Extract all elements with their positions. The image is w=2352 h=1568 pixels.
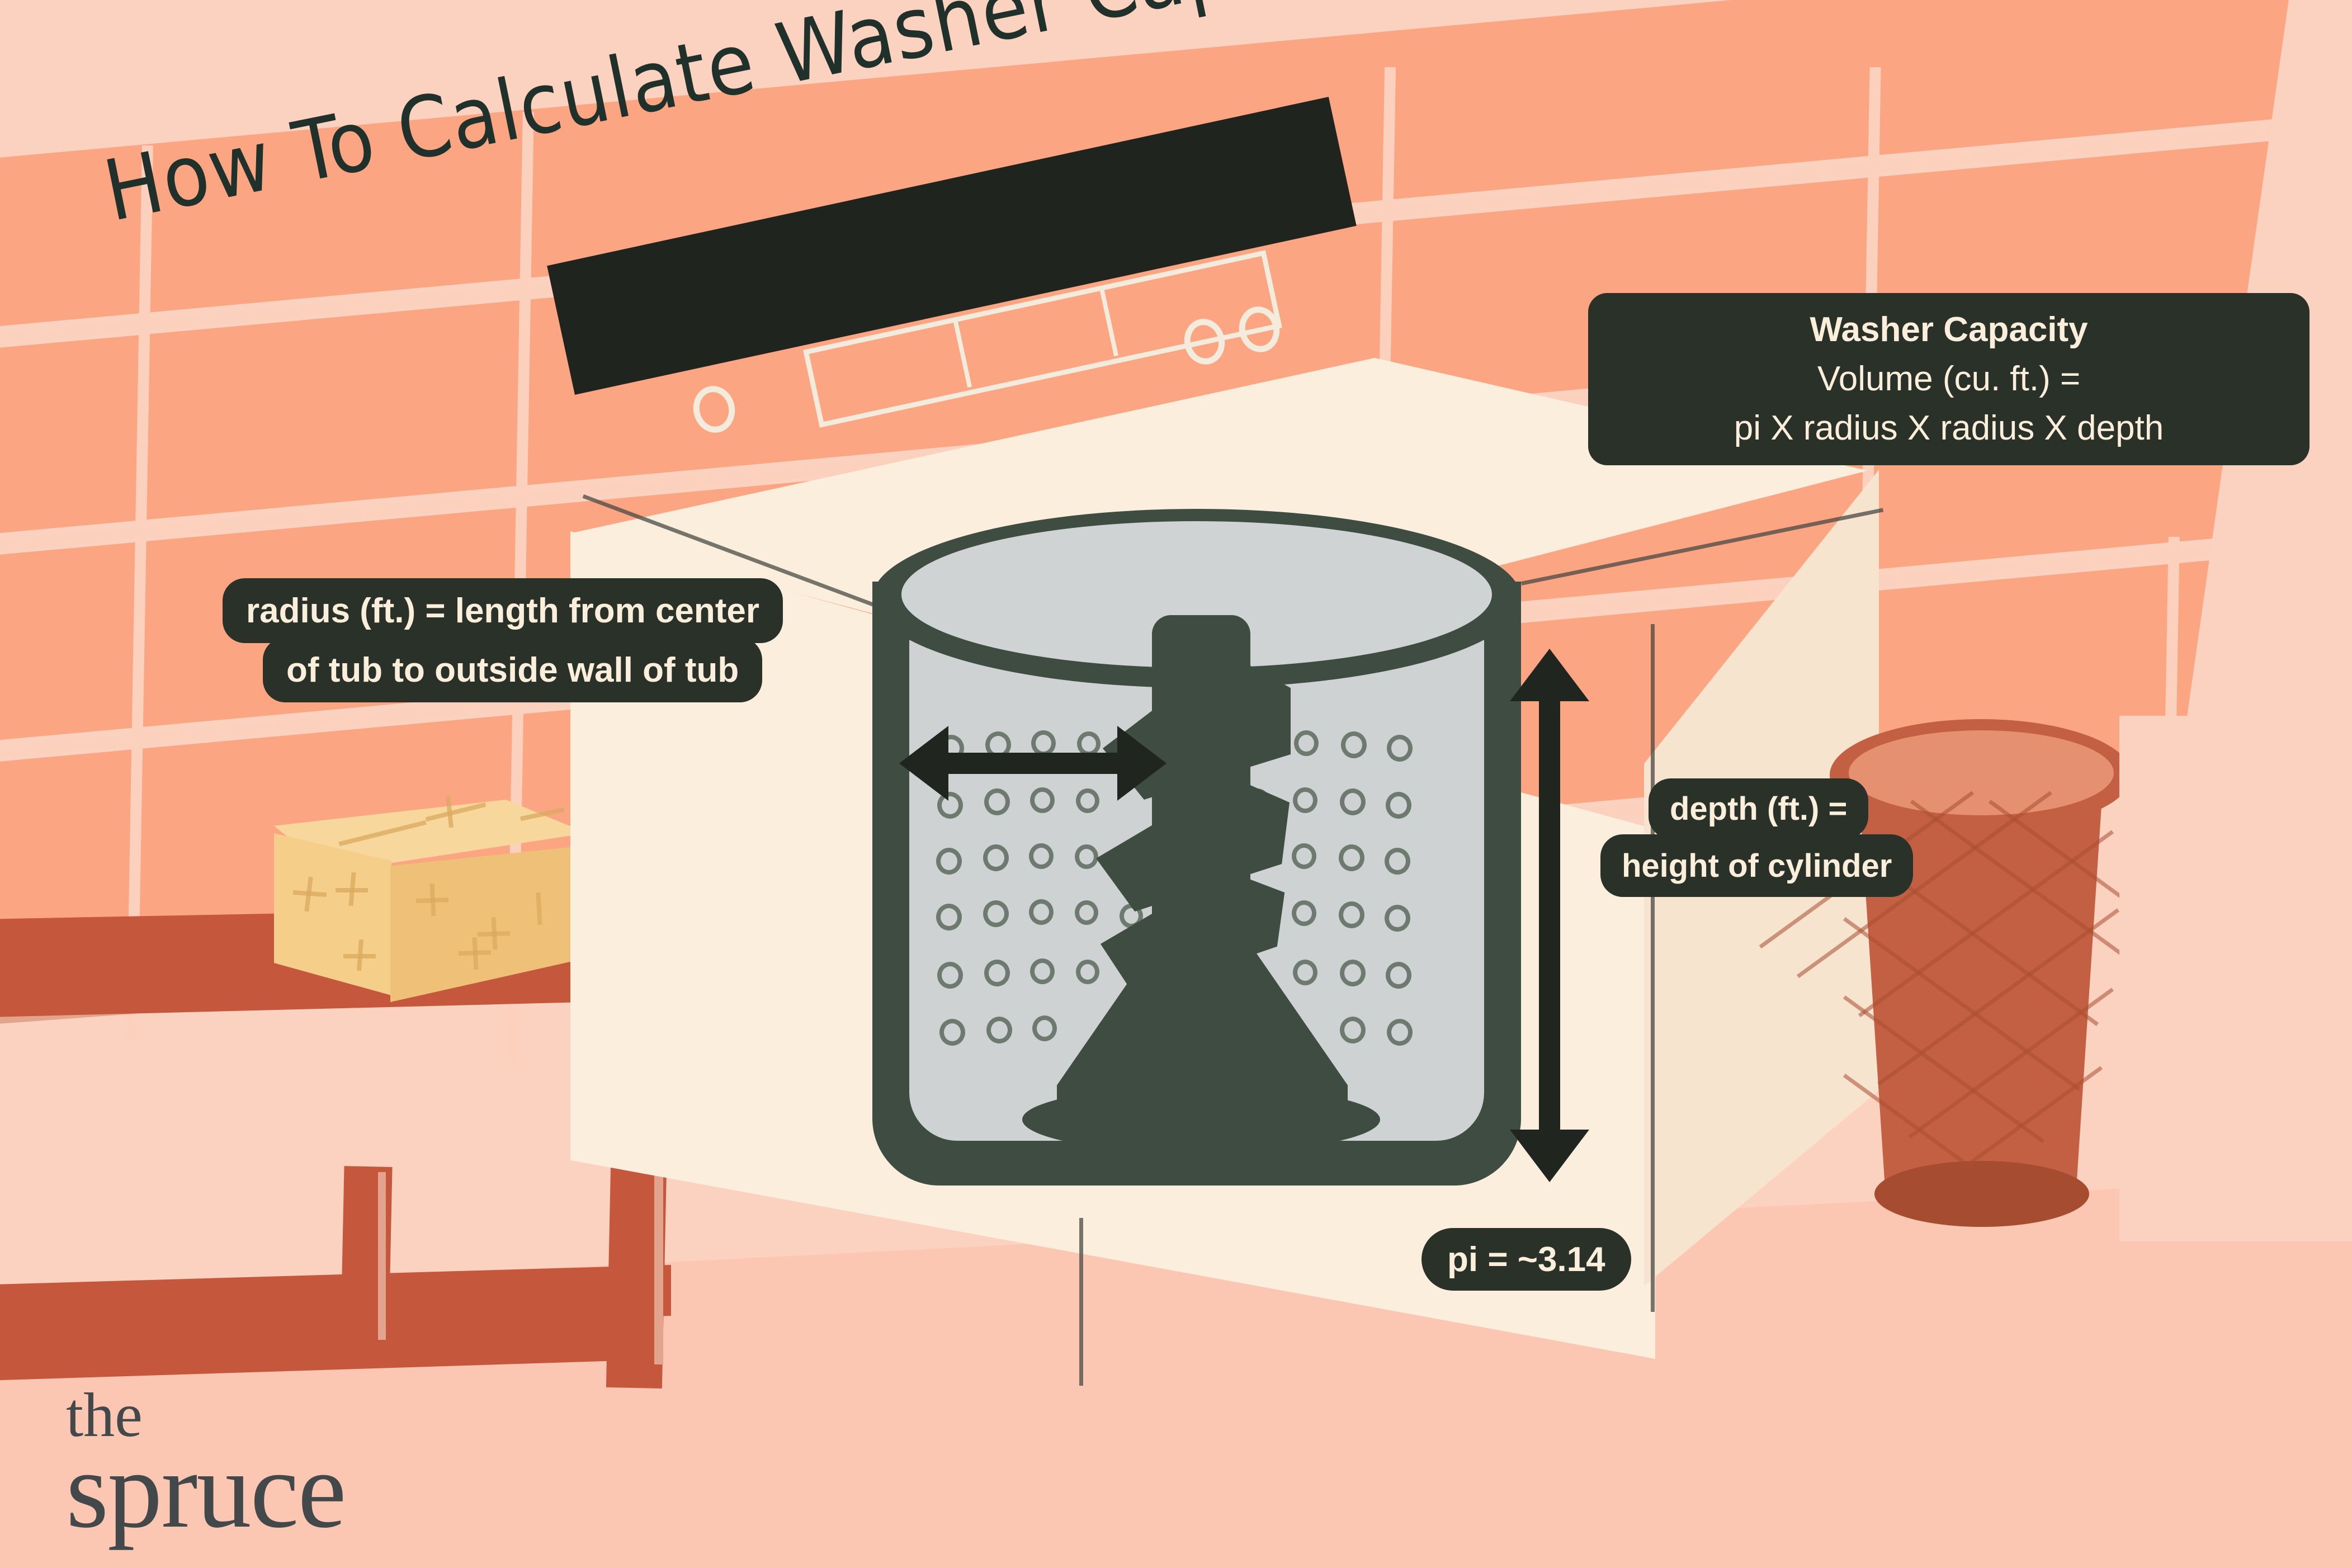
tub-hole: [1385, 848, 1410, 875]
tub-hole: [1075, 844, 1098, 869]
tub-hole: [1339, 844, 1364, 871]
tub-hole: [1075, 900, 1098, 925]
depth-callout-line-1: depth (ft.) =: [1649, 778, 1869, 839]
tub-hole: [983, 844, 1009, 871]
depth-arrow-shaft: [1539, 697, 1560, 1154]
washer-edge-front-vertical: [1079, 1218, 1083, 1386]
washer-tub: [861, 509, 1583, 1253]
tub-hole: [939, 1019, 965, 1046]
tub-hole: [1340, 788, 1366, 815]
radius-callout-line-2: of tub to outside wall of tub: [263, 637, 763, 702]
basket-clip-mask: [2119, 716, 2352, 1241]
tub-hole: [1293, 787, 1317, 813]
radius-arrow-head-left-icon: [899, 726, 948, 801]
washer-edge-right-vertical: [1651, 624, 1655, 1312]
tub-hole: [983, 900, 1009, 927]
tub-hole: [1076, 788, 1099, 813]
tub-hole: [1294, 730, 1319, 756]
logo-line-the: the: [66, 1381, 143, 1450]
logo-line-spruce: spruce: [66, 1429, 347, 1551]
tub-hole: [1387, 735, 1413, 762]
radius-callout-line-1: radius (ft.) = length from center: [223, 578, 783, 643]
formula-line-2: Volume (cu. ft.) =: [1817, 360, 2081, 398]
tub-hole: [1029, 843, 1054, 869]
tub-hole: [1339, 901, 1364, 928]
tub-hole: [936, 904, 962, 931]
detergent-box-front: [274, 833, 391, 995]
tub-hole: [1292, 900, 1316, 926]
depth-arrow-head-up-icon: [1510, 649, 1589, 701]
depth-callout-line-2: height of cylinder: [1600, 834, 1914, 897]
tub-hole: [1386, 792, 1411, 819]
detergent-box-mark-6: [343, 954, 376, 958]
tub-hole: [984, 788, 1010, 815]
tub-hole: [1387, 1019, 1413, 1046]
laundry-basket-opening: [1849, 730, 2114, 815]
tub-hole: [937, 962, 963, 989]
spruce-logo: the spruce: [66, 1384, 347, 1551]
tub-hole: [1292, 843, 1316, 869]
tub-hole: [986, 1017, 1012, 1043]
tub-hole: [936, 848, 962, 875]
formula-callout: Washer Capacity Volume (cu. ft.) = pi X …: [1588, 293, 2310, 465]
tub-hole: [1030, 958, 1055, 984]
tub-hole: [937, 792, 963, 819]
tub-hole: [1340, 960, 1366, 986]
formula-heading: Washer Capacity: [1810, 310, 2088, 349]
tub-hole: [1293, 960, 1317, 985]
tub-hole: [1076, 960, 1099, 984]
formula-line-3: pi X radius X radius X depth: [1734, 409, 2164, 447]
tub-hole: [1385, 905, 1410, 932]
tub-hole: [984, 960, 1010, 986]
tub-hole: [1029, 899, 1054, 925]
shelf-leg-inner-highlight: [378, 1172, 386, 1340]
radius-arrow-shaft: [923, 753, 1130, 774]
detergent-box-mark-4: [336, 888, 368, 892]
tub-hole: [1032, 1016, 1057, 1041]
tub-hole: [1340, 1017, 1366, 1043]
tub-hole: [1341, 731, 1367, 758]
laundry-basket-base: [1874, 1161, 2089, 1227]
radius-arrow-head-right-icon: [1117, 726, 1166, 801]
tub-hole: [1386, 962, 1411, 989]
depth-arrow-head-down-icon: [1510, 1130, 1589, 1182]
tub-hole: [1030, 787, 1055, 813]
pi-callout: pi = ~3.14: [1421, 1228, 1631, 1291]
